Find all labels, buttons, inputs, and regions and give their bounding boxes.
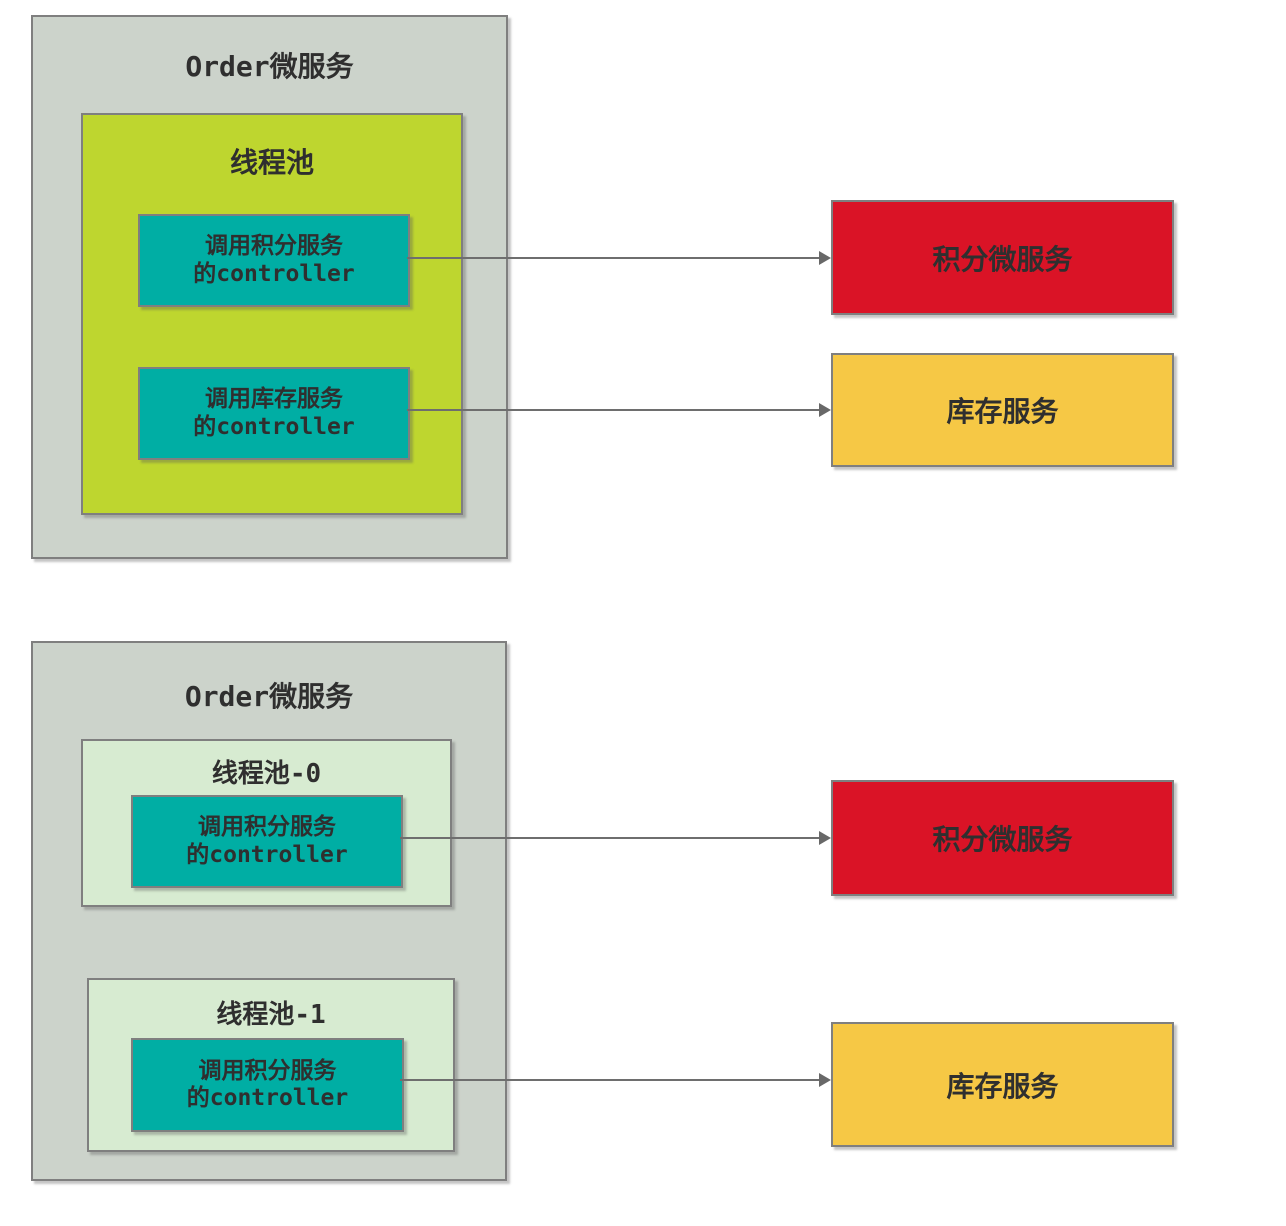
arrowhead-icon [819,403,831,417]
arrow-line [407,257,822,259]
arrow-line [400,837,822,839]
inventory-controller-line2: 的controller [193,413,355,440]
controller-line1: 调用积分服务 [198,814,336,841]
inventory-service-box-bottom: 库存服务 [831,1022,1174,1147]
points-microservice-box: 积分微服务 [831,200,1174,315]
thread-pool-box: 线程池 调用积分服务 的controller 调用库存服务 的controlle… [81,113,463,515]
order-microservice-title: Order微服务 [184,680,354,713]
arrow-pool0-to-points-service [400,830,831,846]
order-microservice-container-top: Order微服务 线程池 调用积分服务 的controller 调用库存服务 的… [31,15,508,559]
thread-pool-1-title: 线程池-1 [216,1000,326,1030]
arrowhead-icon [819,831,831,845]
arrowhead-icon [819,251,831,265]
arrow-pool1-to-inventory-service [400,1072,831,1088]
arrow-controller-to-inventory-service [407,402,831,418]
order-microservice-title: Order微服务 [185,50,354,83]
points-microservice-label: 积分微服务 [932,242,1073,276]
points-microservice-box-bottom: 积分微服务 [831,780,1174,896]
arrowhead-icon [819,1073,831,1087]
inventory-service-label: 库存服务 [946,1069,1059,1103]
arrow-line [407,409,822,411]
points-controller-line2: 的controller [193,260,355,287]
inventory-controller-line1: 调用库存服务 [205,386,343,413]
controller-line2: 的controller [186,841,348,868]
arrow-controller-to-points-service [407,250,831,266]
points-controller-box-pool0: 调用积分服务 的controller [131,795,403,888]
thread-pool-title: 线程池 [229,146,314,179]
points-controller-box-pool1: 调用积分服务 的controller [131,1038,404,1132]
points-controller-line1: 调用积分服务 [205,233,343,260]
inventory-service-label: 库存服务 [946,395,1059,428]
thread-pool-0-box: 线程池-0 调用积分服务 的controller [81,739,452,907]
controller-line1: 调用积分服务 [198,1057,337,1084]
thread-pool-0-title: 线程池-0 [211,759,322,789]
inventory-service-box: 库存服务 [831,353,1174,467]
inventory-controller-box: 调用库存服务 的controller [138,367,410,460]
order-microservice-container-bottom: Order微服务 线程池-0 调用积分服务 的controller 线程池-1 … [31,641,507,1181]
points-microservice-label: 积分微服务 [932,823,1073,856]
thread-pool-1-box: 线程池-1 调用积分服务 的controller [87,978,455,1152]
points-controller-box: 调用积分服务 的controller [138,214,410,307]
arrow-line [400,1079,822,1081]
controller-line2: 的controller [186,1085,349,1111]
